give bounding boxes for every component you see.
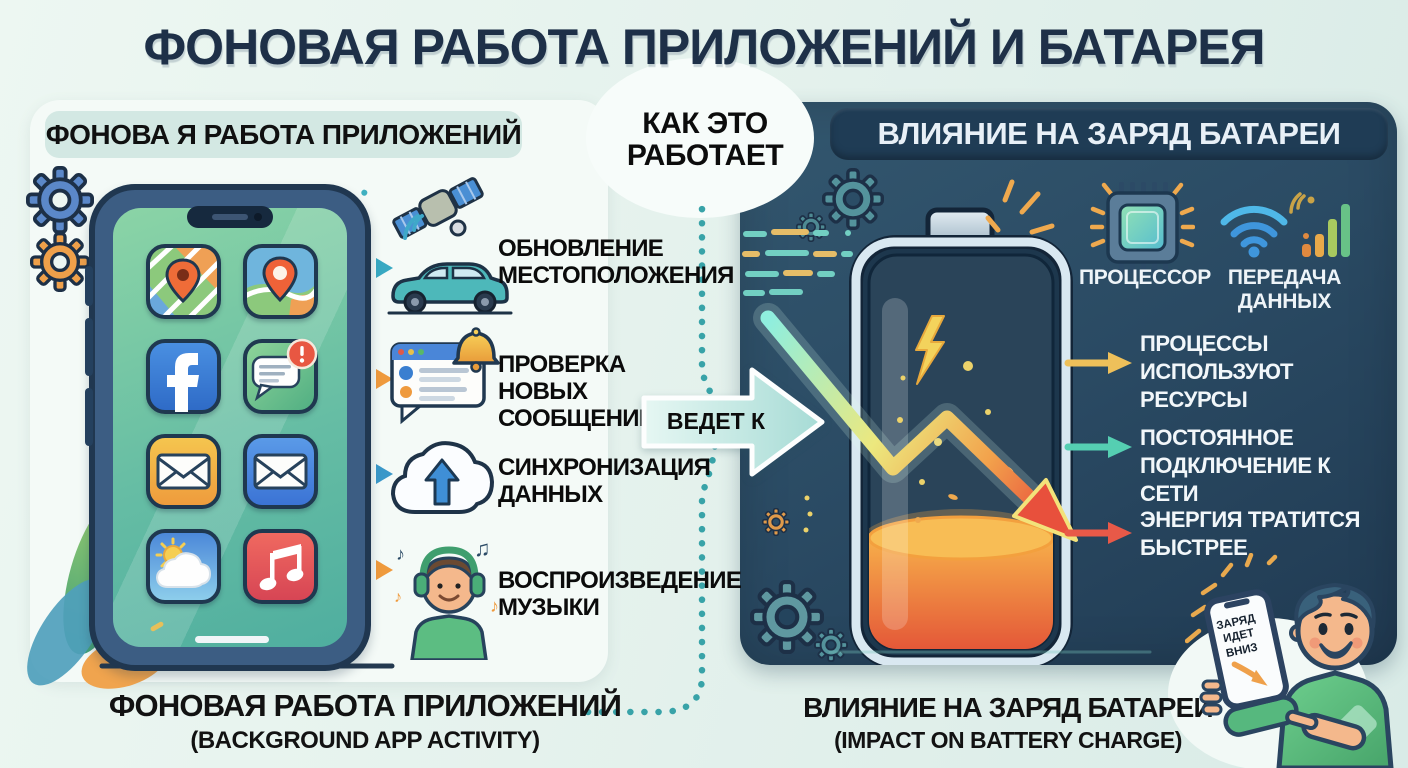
wifi-icon — [1220, 205, 1288, 258]
character-pointing-hand — [1285, 709, 1367, 751]
effect-arrow-resources — [1064, 352, 1132, 374]
left-caption-ru: ФОНОВАЯ РАБОТА ПРИЛОЖЕНИЙ — [108, 688, 622, 723]
discharge-arrow — [753, 303, 1078, 542]
leads-to-label: ВЕДЕТ К — [666, 408, 766, 434]
cpu-icon — [1090, 182, 1195, 273]
panel-gear-small-icon — [796, 212, 826, 242]
effect-arrow-energy — [1064, 522, 1132, 544]
character-smile — [1319, 641, 1353, 659]
car-icon — [387, 262, 513, 315]
character-hair — [1294, 583, 1376, 629]
mail-blue-app-icon — [243, 434, 318, 509]
phone-side-button — [85, 318, 93, 376]
activity-label-music: ВОСПРОИЗВЕДЕНИЕ МУЗЫКИ — [498, 567, 742, 621]
svg-text:♪: ♪ — [394, 589, 402, 606]
chevron-sync-icon — [376, 464, 393, 484]
gear-orange-icon — [30, 232, 90, 292]
svg-text:♫: ♫ — [474, 536, 491, 561]
right-caption: ВЛИЯНИЕ НА ЗАРЯД БАТАРЕИ (IMPACT ON BATT… — [748, 692, 1268, 754]
mail-orange-app-icon — [146, 434, 221, 509]
weather-app-icon — [146, 529, 221, 604]
notification-bell-icon — [390, 327, 500, 425]
cpu-label: ПРОЦЕССОР — [1079, 266, 1211, 289]
cloud-sync-icon — [390, 441, 495, 514]
how-it-works-label: КАК ЭТО РАБОТАЕТ — [626, 107, 784, 172]
app-icon-grid — [146, 244, 318, 604]
activity-label-location: ОБНОВЛЕНИЕ МЕСТОПОЛОЖЕНИЯ — [498, 235, 734, 289]
left-caption-en: (BACKGROUND APP ACTIVITY) — [190, 727, 540, 754]
sparkles — [803, 361, 1014, 533]
signal-bars-icon — [1289, 192, 1350, 257]
character-hand — [1199, 679, 1223, 716]
right-caption-ru: ВЛИЯНИЕ НА ЗАРЯД БАТАРЕИ — [803, 692, 1214, 723]
battery-spark-rays — [985, 179, 1055, 235]
map-app-icon — [146, 244, 221, 319]
music-app-icon — [243, 529, 318, 604]
activity-label-sync: СИНХРОНИЗАЦИЯ ДАННЫХ — [498, 454, 711, 508]
phone-camera-icon — [254, 213, 262, 221]
panel-gear-bottom-small-icon — [814, 628, 848, 662]
panel-gear-top-icon — [822, 168, 884, 230]
map-pin-app-icon — [243, 244, 318, 319]
phone-side-button — [85, 266, 93, 306]
effect-label-energy: ЭНЕРГИЯ ТРАТИТСЯ БЫСТРЕЕ — [1140, 507, 1361, 560]
data-transfer-label: ПЕРЕДАЧА ДАННЫХ — [1227, 266, 1342, 314]
svg-text:♪: ♪ — [396, 544, 405, 564]
music-listener-icon: ♪ ♪ ♫ ♪ — [394, 536, 499, 660]
page-title: ФОНОВАЯ РАБОТА ПРИЛОЖЕНИЙ И БАТАРЕЯ — [143, 19, 1266, 75]
character-phone — [1204, 589, 1289, 710]
chevron-messages-icon — [376, 369, 393, 389]
phone-speaker — [212, 214, 248, 220]
phone-home-indicator — [195, 636, 269, 643]
left-panel-header: ФОНОВА Я РАБОТА ПРИЛОЖЕНИЙ — [45, 111, 522, 158]
facebook-app-icon — [146, 339, 221, 414]
activity-label-messages: ПРОВЕРКА НОВЫХ СООБЩЕНИЙ — [498, 351, 656, 432]
battery-icon — [849, 207, 1073, 665]
lightning-bolt-icon — [915, 315, 945, 385]
speed-dashes — [742, 229, 853, 296]
chevron-location-icon — [376, 258, 393, 278]
leads-to-arrow — [641, 367, 825, 477]
panel-gear-bottom-icon — [752, 582, 822, 652]
chevron-music-icon — [376, 560, 393, 580]
effect-label-network: ПОСТОЯННОЕ ПОДКЛЮЧЕНИЕ К СЕТИ — [1140, 425, 1331, 506]
messages-app-icon — [243, 338, 318, 414]
left-caption: ФОНОВАЯ РАБОТА ПРИЛОЖЕНИЙ (BACKGROUND AP… — [70, 688, 660, 755]
effect-arrow-network — [1064, 436, 1132, 458]
gear-blue-icon — [26, 166, 94, 234]
svg-text:♪: ♪ — [490, 596, 499, 616]
panel-gear-orange-icon — [762, 508, 790, 536]
phone-side-button — [85, 388, 93, 446]
right-panel-header: ВЛИЯНИЕ НА ЗАРЯД БАТАРЕИ — [830, 108, 1388, 160]
battery-illustration — [742, 168, 1152, 665]
satellite-icon — [392, 177, 484, 240]
spark-rays — [1185, 553, 1278, 644]
right-caption-en: (IMPACT ON BATTERY CHARGE) — [834, 727, 1182, 753]
character-illustration — [1185, 553, 1394, 768]
effect-label-resources: ПРОЦЕССЫ ИСПОЛЬЗУЮТ РЕСУРСЫ — [1140, 331, 1293, 412]
howitworks-blob — [586, 58, 814, 218]
